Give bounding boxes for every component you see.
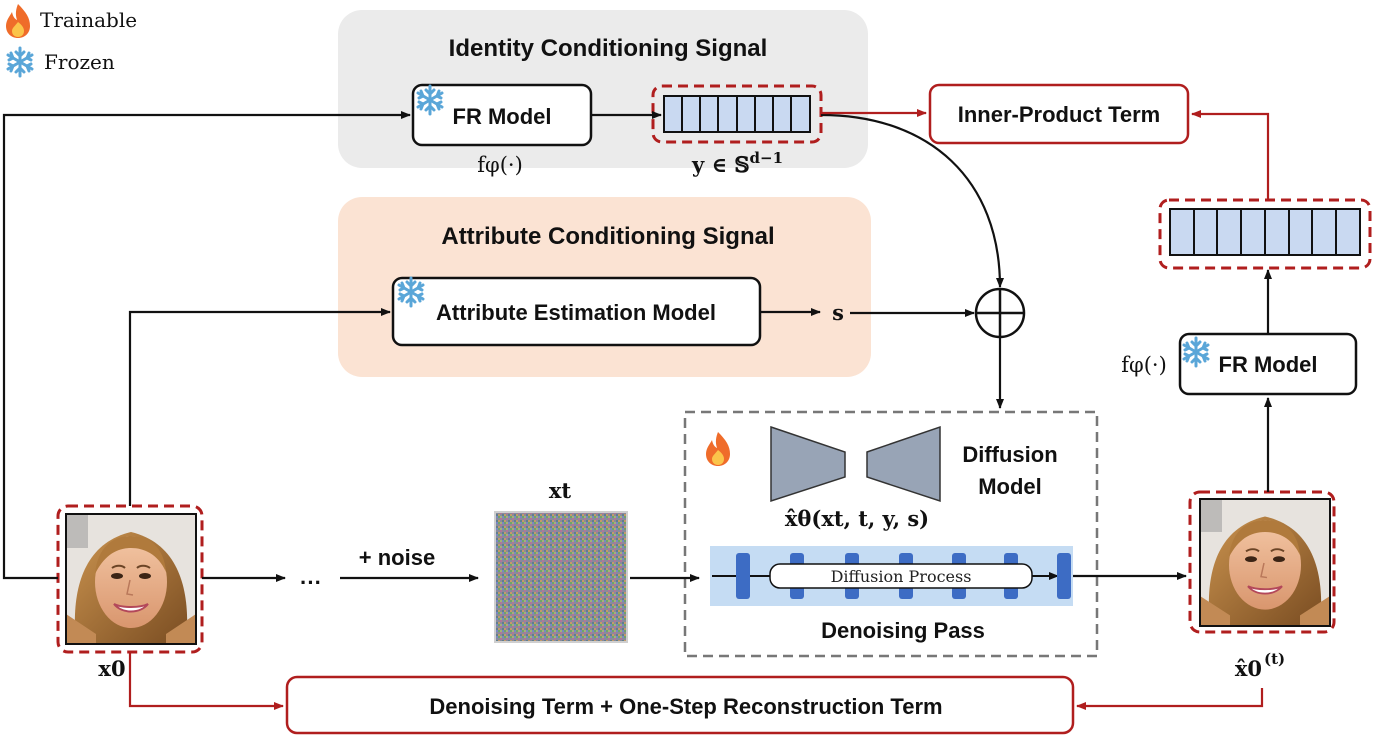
- diffusion-title-1: Diffusion: [962, 442, 1057, 467]
- unet-decoder-shape: [866, 425, 941, 503]
- identity-panel: Identity Conditioning Signal FR Model fφ…: [338, 10, 868, 177]
- noisy-image: [494, 511, 628, 643]
- inner-product-box: [928, 83, 1190, 145]
- attribute-model-label: Attribute Estimation Model: [436, 300, 716, 325]
- flame-icon: [6, 4, 30, 38]
- flame-icon: [706, 432, 730, 466]
- loss-label: Denoising Term + One-Step Reconstruction…: [429, 694, 942, 719]
- identity-title: Identity Conditioning Signal: [449, 35, 768, 62]
- unet-encoder-shape: [770, 425, 846, 503]
- legend-trainable: Trainable: [40, 8, 137, 32]
- diffusion-title-2: Model: [978, 474, 1042, 499]
- attribute-title: Attribute Conditioning Signal: [441, 223, 774, 250]
- diffusion-region: [683, 410, 1099, 658]
- legend: Trainable Frozen: [6, 4, 137, 78]
- sum-node: [974, 287, 1026, 339]
- output-face-image: [1199, 498, 1331, 627]
- red-connectors: [128, 109, 1270, 710]
- loss-box: [285, 675, 1075, 735]
- xt-label: xt: [549, 478, 572, 503]
- denoising-pass-label: Denoising Pass: [821, 618, 985, 643]
- output-label: x̂0(t): [1235, 650, 1285, 681]
- input-face-image: [65, 513, 197, 645]
- right-fr-func-label: fφ(·): [1121, 353, 1167, 377]
- output-image-frame: [1188, 490, 1336, 634]
- diffusion-formula: x̂θ(xt, t, y, s): [785, 506, 929, 531]
- inner-product-label: Inner-Product Term: [958, 102, 1161, 127]
- black-connectors: [2, 111, 1272, 582]
- snowflake-icon: [6, 46, 34, 78]
- output-embedding-frame: [1158, 198, 1372, 270]
- fr-func-label: fφ(·): [477, 153, 523, 177]
- embedding-label: y ∈ 𝕊d−1: [691, 149, 783, 177]
- diffusion-process-strip: Diffusion Process: [710, 546, 1073, 606]
- output-embedding-vector: [1169, 208, 1361, 256]
- right-fr-model-label: FR Model: [1219, 352, 1318, 377]
- attribute-panel: Attribute Conditioning Signal Attribute …: [338, 197, 871, 377]
- diffusion-process-label: Diffusion Process: [831, 567, 972, 586]
- ellipsis-label: ···: [300, 570, 322, 595]
- legend-frozen: Frozen: [44, 50, 115, 74]
- attribute-output-label: s: [832, 300, 844, 325]
- embedding-vector: [663, 95, 811, 133]
- noise-label: + noise: [359, 545, 435, 570]
- fr-model-label: FR Model: [453, 104, 552, 129]
- input-label: x0: [98, 656, 125, 681]
